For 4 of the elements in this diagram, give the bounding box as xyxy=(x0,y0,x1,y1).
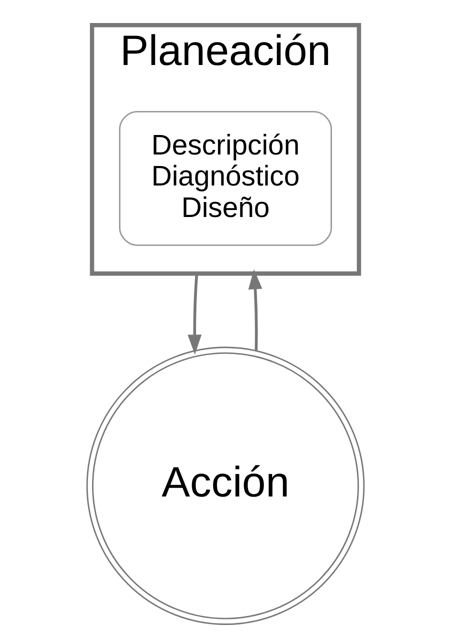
arrow xyxy=(187,273,202,355)
node-circle: Acción xyxy=(86,346,364,625)
node-box: Descripción Diagnóstico Diseño xyxy=(118,111,332,246)
arrow xyxy=(248,269,262,350)
